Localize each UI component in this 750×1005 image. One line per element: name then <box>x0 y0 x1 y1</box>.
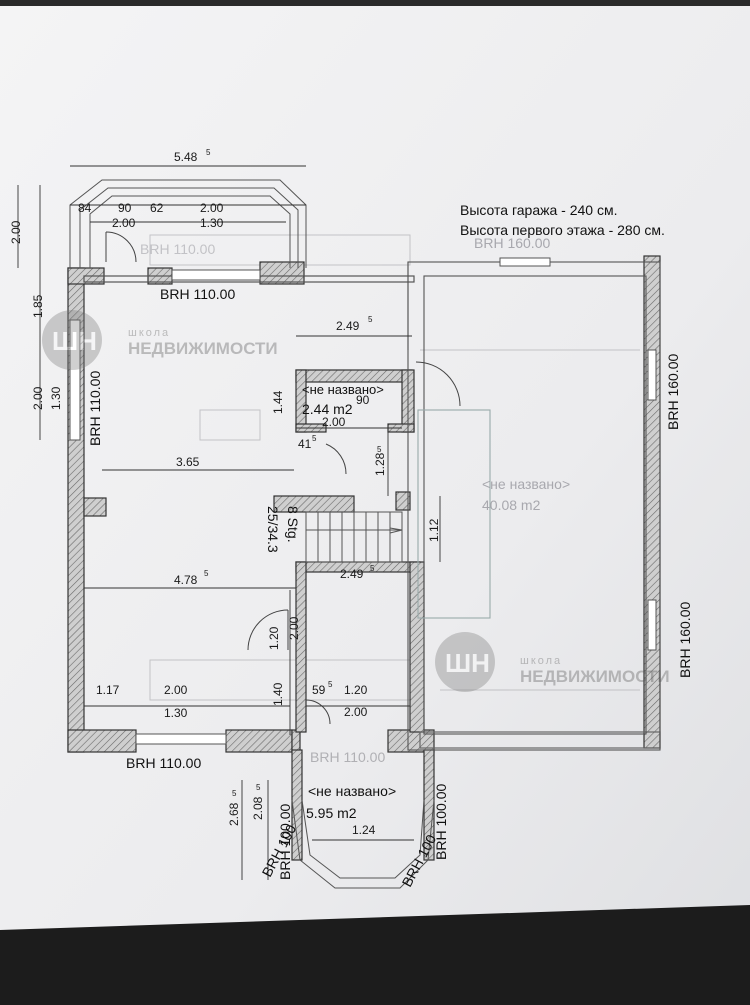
dim-120: 1.20 <box>267 626 281 650</box>
dim-200b: 2.00 <box>112 216 136 230</box>
brh-right-label-2: BRH 160.00 <box>677 602 693 678</box>
bay-window-porch <box>291 799 435 889</box>
dim-144: 1.44 <box>271 390 285 414</box>
dim-128-sup: 5 <box>377 445 382 454</box>
dim-41: 41 <box>298 437 312 451</box>
dim-478: 4.78 <box>174 573 198 587</box>
dim-548-sup: 5 <box>206 148 211 157</box>
dim-62: 62 <box>150 201 164 215</box>
watermark-2: ШН школа НЕДВИЖИМОСТИ <box>435 632 670 692</box>
dim-124: 1.24 <box>352 823 376 837</box>
stairs-label-2: 25/34.3 <box>265 506 281 553</box>
dim-84: 84 <box>78 201 92 215</box>
dim-112: 1.12 <box>427 518 441 542</box>
note-garage-height: Высота гаража - 240 см. <box>460 202 617 218</box>
stairs-label-1: 8 Stg. <box>285 506 301 543</box>
dim-200e: 2.00 <box>287 616 301 640</box>
dim-200g: 2.00 <box>344 705 368 719</box>
dim-117: 1.17 <box>96 683 120 697</box>
brh-porch-label-1: BRH 100.00 <box>277 804 293 880</box>
dim-249a: 2.49 <box>336 319 360 333</box>
dim-41-sup: 5 <box>312 434 317 443</box>
watermark-1: ШН школа НЕДВИЖИМОСТИ <box>42 310 278 370</box>
dim-120b: 1.20 <box>344 683 368 697</box>
brh-porch-label-2: BRH 100.00 <box>433 784 449 860</box>
dim-365: 3.65 <box>176 455 200 469</box>
brh-top-label: BRH 110.00 <box>160 286 235 302</box>
brh-ghost-label-2: BRH 110.00 <box>140 241 215 257</box>
dim-59-sup: 5 <box>328 680 333 689</box>
room-porch-name: <не названо> <box>308 783 396 799</box>
room-garage-area: 40.08 m2 <box>482 497 541 513</box>
dim-208: 2.08 <box>251 796 265 820</box>
dim-185: 1.85 <box>31 294 45 318</box>
watermark-school-2: школа <box>520 655 562 667</box>
room-labels: <не названо> 2.44 m2 <не названо> 40.08 … <box>302 382 570 821</box>
dim-200d: 2.00 <box>322 415 346 429</box>
room-small-area: 2.44 m2 <box>302 401 353 417</box>
dimension-texts: 5.48 5 84 90 62 2.00 2.00 1.30 2.00 1.85… <box>9 148 441 837</box>
dim-200a: 2.00 <box>200 201 224 215</box>
brh-bottom-label: BRH 110.00 <box>126 755 201 771</box>
windows <box>69 257 657 745</box>
dim-90a: 90 <box>118 201 132 215</box>
dim-200f: 2.00 <box>164 683 188 697</box>
dim-130c: 1.30 <box>164 706 188 720</box>
dim-249b: 2.49 <box>340 567 364 581</box>
note-floor-height: Высота первого этажа - 280 см. <box>460 222 665 238</box>
watermark-logo-1: ШН <box>52 326 97 356</box>
dim-208-sup: 5 <box>256 783 261 792</box>
dim-478-sup: 5 <box>204 569 209 578</box>
dim-130b: 1.30 <box>49 386 63 410</box>
table-edge <box>0 905 750 1000</box>
doors <box>105 231 461 725</box>
brh-right-label-1: BRH 160.00 <box>665 354 681 430</box>
dim-200-left: 2.00 <box>9 220 23 244</box>
bay-window-top <box>69 179 307 268</box>
dim-90b: 90 <box>356 393 370 407</box>
watermark-logo-2: ШН <box>445 648 490 678</box>
room-garage-name: <не названо> <box>482 476 570 492</box>
dim-548: 5.48 <box>174 150 198 164</box>
dimension-lines <box>17 165 441 880</box>
dim-200c: 2.00 <box>31 386 45 410</box>
dim-59: 59 <box>312 683 326 697</box>
room-small-name: <не названо> <box>302 382 384 397</box>
room-porch-area: 5.95 m2 <box>306 805 357 821</box>
watermark-name-1: НЕДВИЖИМОСТИ <box>128 339 278 358</box>
dim-128: 1.28 <box>373 452 387 476</box>
dim-268-sup: 5 <box>232 789 237 798</box>
brh-ghost-label: BRH 160.00 <box>474 235 550 251</box>
dim-268: 2.68 <box>227 802 241 826</box>
brh-left-label: BRH 110.00 <box>87 371 103 446</box>
dim-130a: 1.30 <box>200 216 224 230</box>
dim-249b-sup: 5 <box>370 564 375 573</box>
stairs <box>305 511 403 563</box>
watermark-school-1: школа <box>128 327 170 339</box>
watermark-name-2: НЕДВИЖИМОСТИ <box>520 667 670 686</box>
dim-140: 1.40 <box>271 682 285 706</box>
dim-249a-sup: 5 <box>368 315 373 324</box>
height-notes: Высота гаража - 240 см. Высота первого э… <box>460 202 665 238</box>
brh-ghost-label-3: BRH 110.00 <box>310 749 385 765</box>
